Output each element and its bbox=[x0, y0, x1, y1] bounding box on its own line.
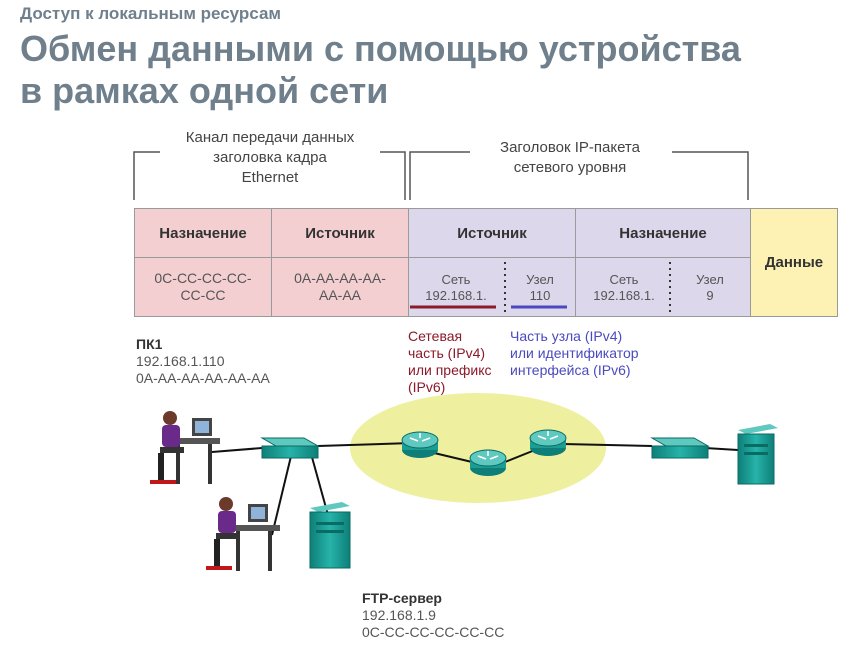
dst-net-label: Сеть bbox=[609, 272, 639, 287]
remote-server-icon[interactable] bbox=[737, 424, 778, 485]
ftp-server-label: FTP-сервер 192.168.1.9 0C-CC-CC-CC-CC-CC bbox=[362, 590, 504, 641]
pc1-workstation-icon[interactable] bbox=[150, 411, 220, 484]
ethernet-bracket bbox=[133, 151, 406, 200]
section-subtitle: Доступ к локальным ресурсам bbox=[20, 4, 281, 23]
src-network-part: Сеть 192.168.1. bbox=[410, 272, 502, 304]
host-annot-line1: Часть узла (IPv4) bbox=[510, 328, 623, 344]
net-annot-line2: часть (IPv4) bbox=[408, 345, 486, 361]
router-icon[interactable] bbox=[469, 449, 507, 476]
pc1-mac: 0A-AA-AA-AA-AA-AA bbox=[136, 370, 270, 386]
eth-dest-header: Назначение bbox=[134, 208, 272, 258]
network-part-annotation: Сетевая часть (IPv4) или префикс (IPv6) bbox=[408, 328, 491, 396]
src-host-part: Узел 110 bbox=[510, 272, 570, 304]
pc1-ip: 192.168.1.110 bbox=[136, 353, 225, 369]
ip-bracket bbox=[409, 151, 749, 200]
host-annot-line3: интерфейса (IPv6) bbox=[510, 362, 631, 378]
ip-header-label: Заголовок IP-пакета сетевого уровня bbox=[470, 138, 670, 178]
dst-network-part: Сеть 192.168.1. bbox=[578, 272, 670, 304]
ethernet-label-line3: Ethernet bbox=[241, 169, 299, 186]
dst-host-value: 9 bbox=[706, 288, 714, 303]
host-part-annotation: Часть узла (IPv4) или идентификатор инте… bbox=[510, 328, 639, 379]
data-payload: Данные bbox=[750, 208, 838, 317]
src-host-label: Узел bbox=[526, 272, 554, 287]
ip-label-line2: сетевого уровня bbox=[513, 159, 627, 176]
ethernet-header-label: Канал передачи данных заголовка кадра Et… bbox=[160, 128, 380, 188]
ip-label-line1: Заголовок IP-пакета bbox=[500, 139, 640, 156]
eth-src-header: Источник bbox=[271, 208, 409, 258]
workstation-icon[interactable] bbox=[206, 497, 280, 571]
ip-dest-header: Назначение bbox=[575, 208, 751, 258]
ftp-mac: 0C-CC-CC-CC-CC-CC bbox=[362, 624, 505, 640]
remote-switch-icon[interactable] bbox=[650, 437, 710, 459]
title-line-1: Обмен данными с помощью устройства bbox=[20, 28, 741, 69]
host-annot-line2: или идентификатор bbox=[510, 345, 639, 361]
src-host-value: 110 bbox=[529, 288, 551, 303]
ftp-ip: 192.168.1.9 bbox=[362, 607, 436, 623]
mac-dest-line2: CC-CC bbox=[180, 287, 226, 303]
src-net-label: Сеть bbox=[441, 272, 471, 287]
ethernet-label-line2: заголовка кадра bbox=[213, 149, 327, 166]
page-title: Обмен данными с помощью устройства в рам… bbox=[20, 28, 741, 112]
mac-dest-line1: 0C-CC-CC-CC- bbox=[154, 270, 252, 286]
router-icon[interactable] bbox=[529, 429, 567, 456]
pc1-name: ПК1 bbox=[136, 336, 163, 352]
mac-src-line2: AA-AA bbox=[318, 287, 361, 303]
lan-switch-icon[interactable] bbox=[260, 437, 320, 459]
ftp-server-icon[interactable] bbox=[309, 502, 351, 569]
title-line-2: в рамках одной сети bbox=[20, 70, 389, 111]
ip-src-header: Источник bbox=[408, 208, 576, 258]
eth-src-mac: 0A-AA-AA-AA- AA-AA bbox=[271, 257, 409, 317]
net-annot-line4: (IPv6) bbox=[408, 379, 446, 395]
ethernet-label-line1: Канал передачи данных bbox=[185, 129, 355, 146]
cables bbox=[211, 442, 739, 536]
dst-host-label: Узел bbox=[696, 272, 724, 287]
dst-net-value: 192.168.1. bbox=[593, 288, 655, 303]
ftp-name: FTP-сервер bbox=[362, 590, 442, 606]
src-net-value: 192.168.1. bbox=[425, 288, 487, 303]
router-icon[interactable] bbox=[401, 431, 439, 458]
mac-src-line1: 0A-AA-AA-AA- bbox=[294, 270, 386, 286]
net-annot-line3: или префикс bbox=[408, 362, 492, 378]
dst-host-part: Узел 9 bbox=[680, 272, 740, 304]
remote-network-ellipse bbox=[350, 393, 606, 503]
net-annot-line1: Сетевая bbox=[408, 328, 463, 344]
pc1-label: ПК1 192.168.1.110 0A-AA-AA-AA-AA-AA bbox=[136, 336, 270, 387]
eth-dest-mac: 0C-CC-CC-CC- CC-CC bbox=[134, 257, 272, 317]
ip-dest-address bbox=[575, 257, 751, 317]
